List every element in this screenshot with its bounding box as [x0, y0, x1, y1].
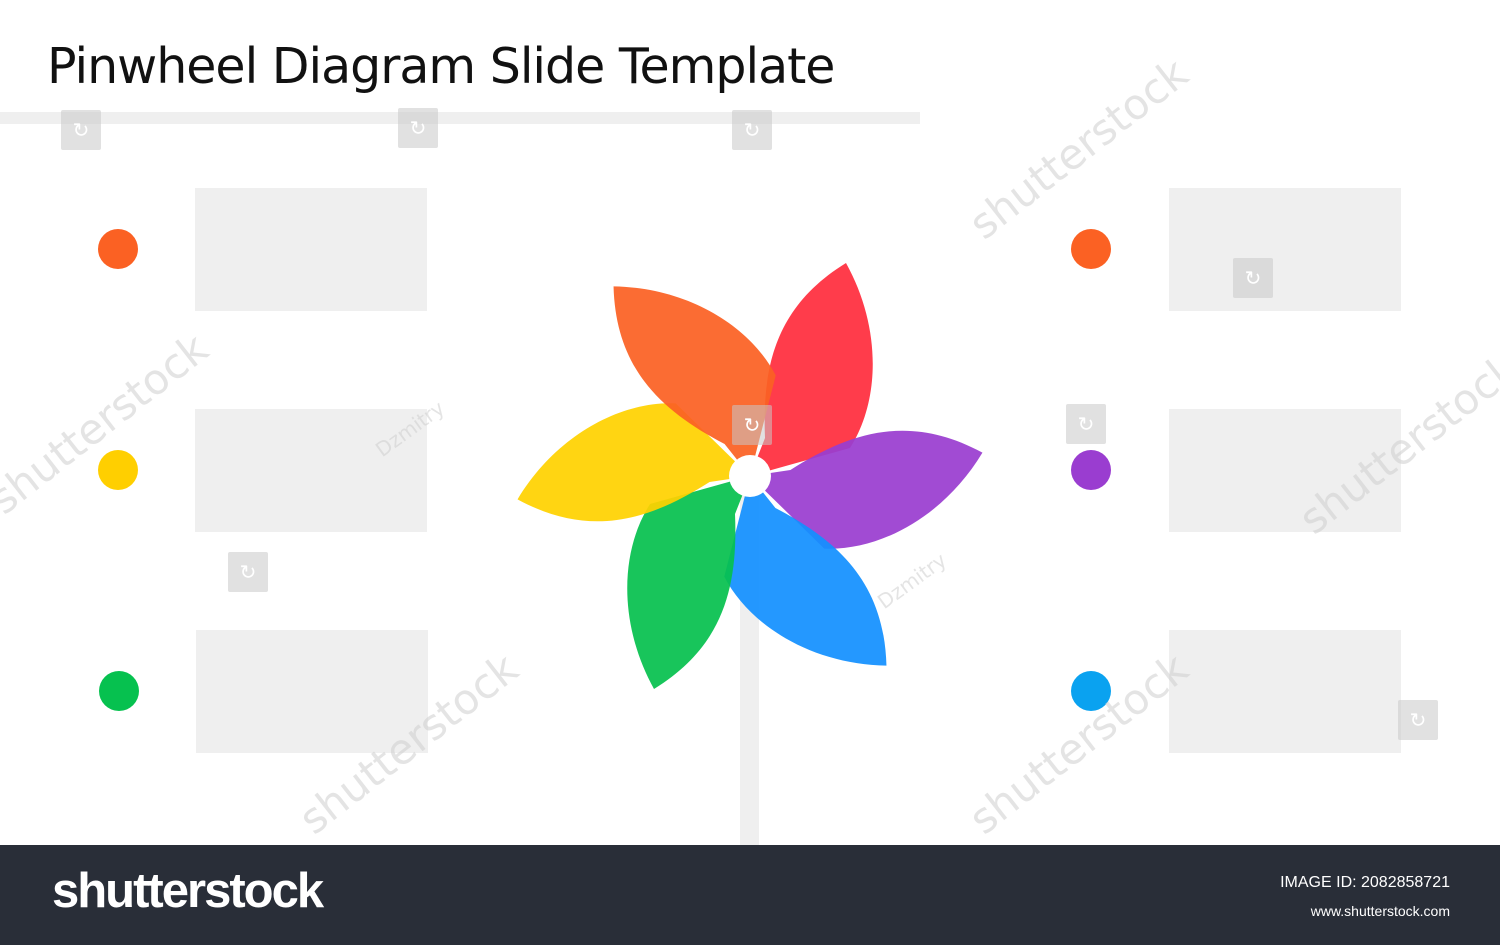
pinwheel-hub [729, 455, 771, 497]
slide-canvas: Pinwheel Diagram Slide Template shutters… [0, 38, 1500, 845]
watermark-logo-icon: ↻ [398, 108, 438, 148]
watermark-logo-icon: ↻ [1066, 404, 1106, 444]
watermark-text: shutterstock [0, 323, 218, 524]
slide-title: Pinwheel Diagram Slide Template [47, 38, 835, 95]
footer-bar: shutterstock IMAGE ID: 2082858721 www.sh… [0, 845, 1500, 945]
shutterstock-logo: shutterstock [52, 864, 324, 918]
bullet-dot-right-1 [1071, 229, 1111, 269]
watermark-text: shutterstock [959, 48, 1198, 249]
placeholder-box-right-2 [1169, 409, 1401, 532]
watermark-logo-icon: ↻ [61, 110, 101, 150]
bullet-dot-left-3 [99, 671, 139, 711]
title-underline [0, 112, 920, 124]
placeholder-box-left-3 [196, 630, 428, 753]
site-url[interactable]: www.shutterstock.com [1310, 903, 1450, 919]
bullet-dot-right-2 [1071, 450, 1111, 490]
watermark-logo-icon: ↻ [1233, 258, 1273, 298]
watermark-logo-icon: ↻ [1398, 700, 1438, 740]
pinwheel-blade-blue [724, 476, 887, 666]
placeholder-box-left-1 [195, 188, 427, 311]
pinwheel-graphic [517, 263, 983, 689]
pinwheel-blade-red [750, 263, 873, 476]
watermark-logo-icon: ↻ [732, 110, 772, 150]
placeholder-box-right-3 [1169, 630, 1401, 753]
placeholder-box-right-1 [1169, 188, 1401, 311]
watermark-logo-icon: ↻ [228, 552, 268, 592]
watermark-logo-icon: ↻ [732, 405, 772, 445]
pinwheel-blade-purple [750, 430, 983, 549]
pinwheel-blade-green [627, 476, 750, 689]
image-id-label: IMAGE ID: 2082858721 [1280, 874, 1450, 891]
bullet-dot-left-2 [98, 450, 138, 490]
bullet-dot-left-1 [98, 229, 138, 269]
placeholder-box-left-2 [195, 409, 427, 532]
bullet-dot-right-3 [1071, 671, 1111, 711]
pinwheel-blade-yellow [517, 403, 750, 522]
